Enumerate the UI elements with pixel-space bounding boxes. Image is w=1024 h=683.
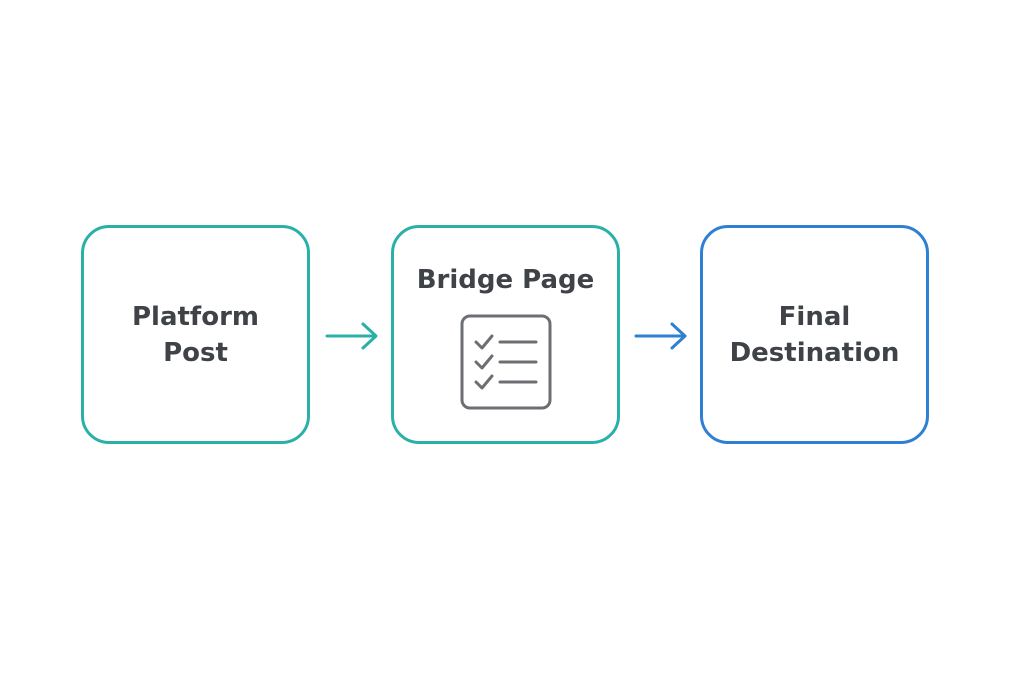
- node-final-destination: Final Destination: [700, 225, 929, 444]
- node-platform-post: Platform Post: [81, 225, 310, 444]
- node-label: Final Destination: [730, 299, 900, 371]
- arrow-right-icon: [325, 322, 378, 350]
- arrow-right-icon: [634, 322, 687, 350]
- node-label-line: Post: [163, 337, 228, 368]
- node-label: Bridge Page: [416, 265, 595, 295]
- node-label: Platform Post: [132, 299, 259, 371]
- node-label-line: Final: [778, 301, 851, 332]
- node-label-line: Destination: [729, 337, 900, 368]
- checklist-icon: [460, 314, 551, 410]
- node-bridge-page: Bridge Page: [391, 225, 620, 444]
- node-label-line: Platform: [131, 301, 260, 332]
